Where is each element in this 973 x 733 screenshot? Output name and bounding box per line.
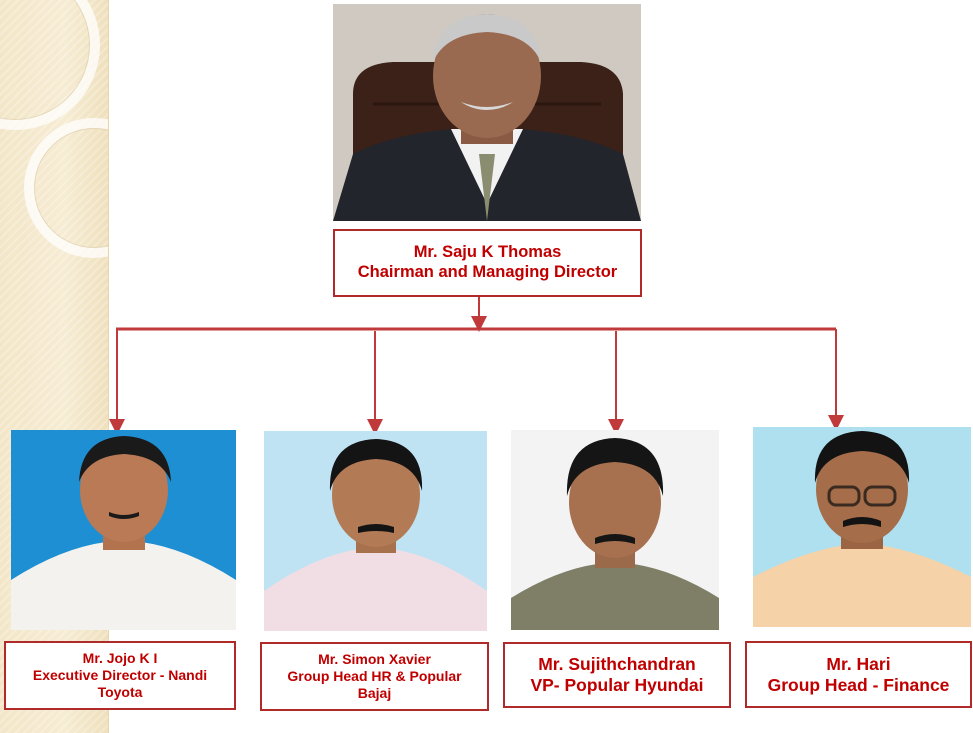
report-title-line2: Bajaj	[357, 684, 392, 701]
report-label-box-hari: Mr. Hari Group Head - Finance	[745, 641, 972, 708]
chairman-title: Chairman and Managing Director	[357, 263, 618, 281]
chairman-label-box: Mr. Saju K Thomas Chairman and Managing …	[333, 229, 642, 297]
chairman-photo	[333, 4, 641, 221]
report-label-box-jojo: Mr. Jojo K I Executive Director - Nandi …	[4, 641, 236, 710]
report-title-line1: Group Head - Finance	[767, 674, 950, 695]
report-photo-simon	[264, 431, 487, 631]
report-title-line1: Executive Director - Nandi	[32, 667, 208, 684]
report-photo-sujithchandran	[511, 430, 719, 630]
report-name: Mr. Jojo K I	[82, 650, 158, 667]
report-title-line2: Toyota	[97, 683, 143, 700]
report-label-box-sujithchandran: Mr. Sujithchandran VP- Popular Hyundai	[503, 642, 731, 708]
report-title-line1: Group Head HR & Popular	[287, 668, 462, 685]
report-label-box-simon: Mr. Simon Xavier Group Head HR & Popular…	[260, 642, 489, 711]
report-photo-jojo	[11, 430, 236, 630]
report-name: Mr. Hari	[826, 653, 891, 674]
report-photo-hari	[753, 427, 971, 627]
report-title-line1: VP- Popular Hyundai	[530, 675, 704, 695]
report-name: Mr. Sujithchandran	[538, 654, 696, 674]
chairman-name: Mr. Saju K Thomas	[413, 243, 562, 262]
report-name: Mr. Simon Xavier	[318, 651, 431, 668]
